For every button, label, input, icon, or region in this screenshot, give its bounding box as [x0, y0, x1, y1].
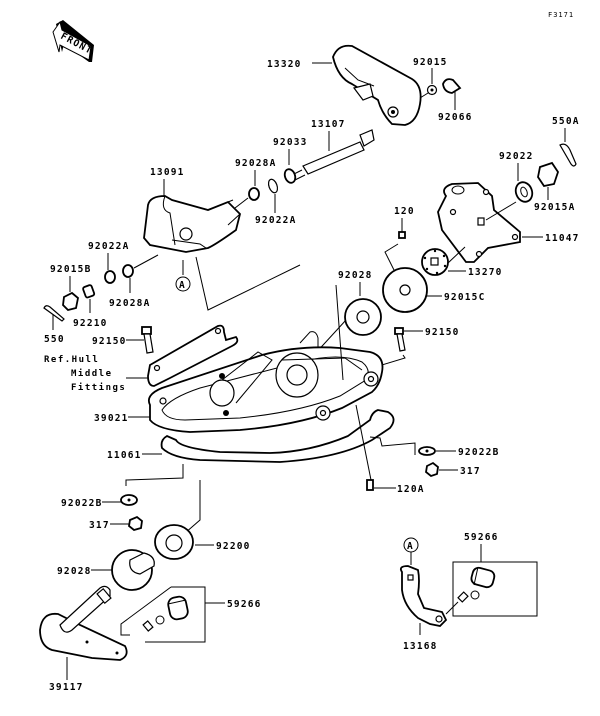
label-92022A-top: 92022A	[255, 215, 297, 226]
label-120: 120	[394, 206, 415, 217]
part-92150-bolt-left	[141, 326, 154, 354]
part-550A-cotter-pin	[559, 143, 577, 167]
callout-a-label-lower: A	[407, 541, 414, 552]
part-13091-housing	[143, 195, 241, 253]
part-92150-bolt-right	[394, 327, 406, 352]
callout-a-circle	[175, 276, 191, 292]
label-92022B-right: 92022B	[458, 447, 500, 458]
front-arrow-icon: FRONT	[52, 20, 94, 62]
ref-note-line2: Middle	[71, 368, 113, 379]
label-92210: 92210	[73, 318, 108, 329]
label-120A: 120A	[397, 484, 425, 495]
label-92028-low: 92028	[57, 566, 92, 577]
label-92200: 92200	[216, 541, 251, 552]
part-59266-bulb-left	[142, 595, 189, 632]
label-92022: 92022	[499, 151, 534, 162]
label-13107: 13107	[311, 119, 346, 130]
part-120A-bolt	[366, 479, 374, 491]
part-92022-washer	[514, 181, 534, 203]
label-13168: 13168	[403, 641, 438, 652]
label-317-left: 317	[89, 520, 110, 531]
part-92028A-bushing-left	[122, 264, 134, 278]
part-hull-fitting-bracket	[147, 324, 239, 387]
part-59266-box-right	[452, 561, 538, 617]
label-59266-right: 59266	[464, 532, 499, 543]
ref-note-line3: Fittings	[71, 382, 126, 393]
label-11047: 11047	[545, 233, 580, 244]
part-13320-bracket	[332, 44, 422, 126]
part-120-bolt	[398, 231, 406, 239]
part-317-nut-right	[425, 461, 439, 478]
label-92028A-top: 92028A	[235, 158, 277, 169]
part-317-nut-left	[128, 515, 143, 531]
part-92022A-washer-top	[267, 178, 279, 194]
ref-note-line1: Ref.Hull	[44, 355, 99, 365]
label-39021: 39021	[94, 413, 129, 424]
part-92015A-castle-nut	[537, 161, 559, 188]
part-13168-lever	[399, 565, 448, 627]
part-92015B-nut	[62, 291, 79, 311]
label-92028-mid: 92028	[338, 270, 373, 281]
part-92022A-washer-left	[104, 270, 116, 284]
label-92015C: 92015C	[444, 292, 486, 303]
label-13091: 13091	[150, 167, 185, 178]
label-550A: 550A	[552, 116, 580, 127]
part-92066-cap	[442, 78, 462, 94]
part-39117-arm	[39, 585, 128, 661]
label-92150-left: 92150	[92, 336, 127, 347]
label-11061: 11061	[107, 450, 142, 461]
label-92022A-left: 92022A	[88, 241, 130, 252]
label-59266-left: 59266	[227, 599, 262, 610]
part-92210-plug	[82, 284, 96, 299]
part-59266-bulb-right	[457, 566, 496, 603]
label-92015B: 92015B	[50, 264, 92, 275]
label-92015: 92015	[413, 57, 448, 68]
label-92150-right: 92150	[425, 327, 460, 338]
label-317-right: 317	[460, 466, 481, 477]
figure-code: F3171	[548, 11, 574, 19]
part-92028A-bushing-top	[248, 187, 260, 201]
label-92022B-left: 92022B	[61, 498, 103, 509]
part-39021-housing	[147, 331, 384, 433]
part-11047-plate	[437, 182, 521, 263]
label-13270: 13270	[468, 267, 503, 278]
label-92028A-left: 92028A	[109, 298, 151, 309]
label-550: 550	[44, 334, 65, 345]
part-11061-gasket	[160, 409, 395, 463]
label-39117: 39117	[49, 682, 84, 693]
part-550-cotter-pin	[43, 305, 65, 322]
part-92033-ring	[283, 168, 297, 184]
callout-a-label: A	[179, 280, 186, 291]
label-92066: 92066	[438, 112, 473, 123]
label-92033: 92033	[273, 137, 308, 148]
label-13320: 13320	[267, 59, 302, 70]
label-92015A: 92015A	[534, 202, 576, 213]
